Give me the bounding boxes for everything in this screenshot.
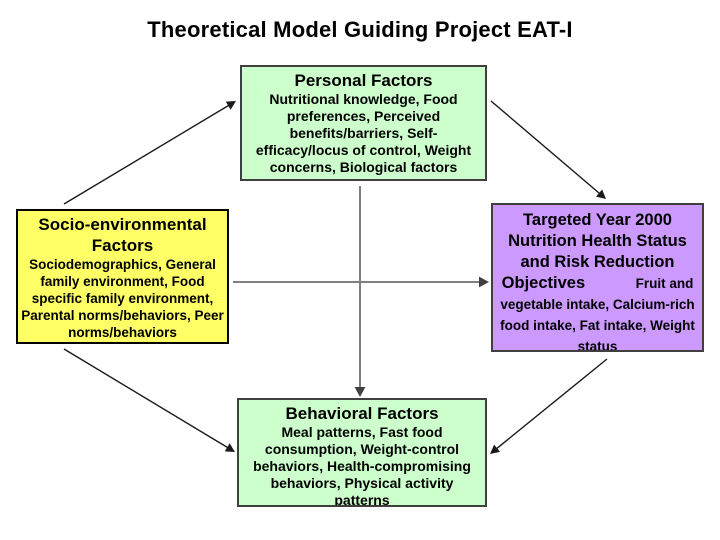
node-behavioral-body: Meal patterns, Fast food consumption, We… (253, 424, 471, 507)
node-personal-heading: Personal Factors (294, 71, 433, 90)
arrow-personal-to-objectives (490, 100, 601, 195)
node-socio-body: Sociodemographics, General family enviro… (21, 257, 224, 340)
node-personal-factors: Personal Factors Nutritional knowledge, … (240, 65, 487, 181)
arrow-socio-to-personal-head (225, 101, 236, 110)
arrow-objectives-to-behavioral-head (490, 444, 501, 454)
node-behavioral-factors: Behavioral Factors Meal patterns, Fast f… (237, 398, 487, 507)
diagram-title: Theoretical Model Guiding Project EAT-I (147, 17, 573, 42)
arrow-personal-to-behavioral-head (354, 387, 366, 397)
arrow-socio-to-objectives-head (479, 276, 489, 288)
node-behavioral-heading: Behavioral Factors (285, 404, 439, 423)
arrow-socio-to-personal (63, 104, 231, 205)
node-targets-text: Targeted Year 2000 Nutrition Health Stat… (496, 210, 699, 352)
node-socio-heading: Socio-environmental Factors (38, 215, 207, 255)
node-socio-environmental-factors: Socio-environmental Factors Sociodemogra… (16, 209, 229, 344)
node-targeted-objectives: Targeted Year 2000 Nutrition Health Stat… (491, 203, 704, 352)
arrow-objectives-to-behavioral (495, 358, 608, 450)
arrow-socio-to-behavioral (63, 348, 230, 449)
arrow-socio-to-behavioral-head (224, 443, 235, 452)
node-targets-body: Fruit and vegetable intake, Calcium-rich… (500, 276, 695, 352)
node-personal-body: Nutritional knowledge, Food preferences,… (255, 91, 472, 175)
arrow-personal-to-objectives-head (596, 189, 606, 199)
node-targets-heading: Targeted Year 2000 Nutrition Health Stat… (501, 211, 687, 292)
